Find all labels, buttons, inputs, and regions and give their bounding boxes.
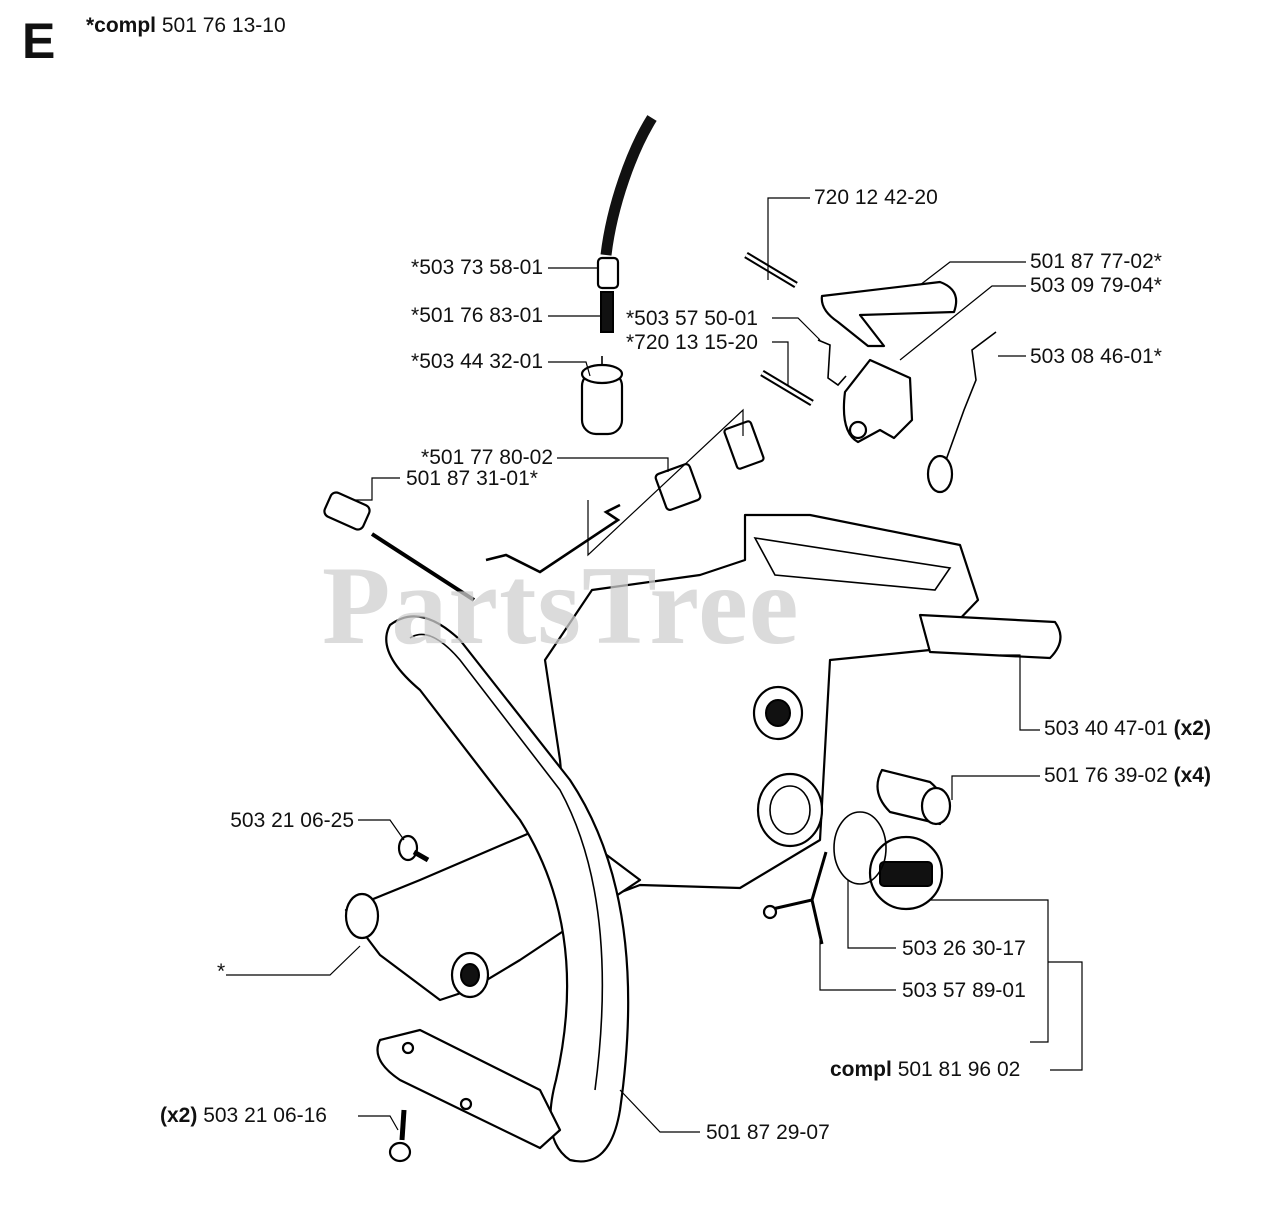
throttle-rod: [370, 532, 476, 602]
label-501-76-39-02[interactable]: 501 76 39-02 (x4): [1044, 764, 1211, 788]
screw-503-21-06-16: [388, 1109, 412, 1163]
fuel-hose: [600, 115, 657, 256]
label-503-73-58-01[interactable]: *503 73 58-01: [411, 256, 543, 279]
handle-mount: [376, 1028, 562, 1150]
throttle-lever: [820, 280, 958, 348]
label-503-26-30-17[interactable]: 503 26 30-17: [902, 937, 1026, 960]
label-501-87-77-02[interactable]: 501 87 77-02*: [1030, 250, 1162, 273]
label-503-40-47-01[interactable]: 503 40 47-01 (x2): [1044, 717, 1211, 741]
label-503-57-50-01[interactable]: *503 57 50-01: [626, 307, 758, 330]
section-letter: E: [22, 13, 56, 69]
label-720-12-42-20[interactable]: 720 12 42-20: [814, 186, 938, 209]
choke-block: [654, 463, 702, 511]
label-star: *: [217, 960, 226, 983]
choke-clip: [723, 420, 765, 470]
label-503-08-46-01[interactable]: 503 08 46-01*: [1030, 345, 1162, 368]
leader-lines: [226, 197, 1083, 1133]
o-ring: [833, 811, 887, 885]
header-prefix: *compl: [86, 14, 157, 37]
label-501-87-29-07[interactable]: 501 87 29-07: [706, 1121, 830, 1144]
spring-wire: [945, 331, 997, 461]
hose-section: [600, 291, 614, 333]
choke-rod: [485, 503, 621, 574]
label-503-57-89-01[interactable]: 503 57 89-01: [902, 979, 1026, 1002]
label-compl-501-81-96-02[interactable]: compl 501 81 96 02: [830, 1058, 1020, 1082]
label-720-13-15-20[interactable]: *720 13 15-20: [626, 331, 758, 354]
quantity: (x4): [1173, 764, 1211, 787]
watermark: PartsTree: [322, 544, 800, 668]
cap-strap: [767, 851, 828, 945]
screw-503-21-06-25: [397, 834, 430, 863]
header-number: 501 76 13-10: [161, 14, 286, 37]
label-503-21-06-25[interactable]: 503 21 06-25: [230, 809, 354, 832]
part-number: 501 76 39-02: [1044, 764, 1168, 787]
quantity: (x2): [1173, 717, 1211, 740]
throttle-rod-end: [323, 491, 371, 531]
header-assembly-number: *compl 501 76 13-10: [86, 14, 286, 38]
label-501-77-80-02[interactable]: *501 77 80-02: [421, 446, 553, 469]
front-handle: [385, 615, 630, 1163]
label-503-44-32-01[interactable]: *503 44 32-01: [411, 350, 543, 373]
part-number: 503 21 06-16: [203, 1104, 327, 1127]
label-503-09-79-04[interactable]: 503 09 79-04*: [1030, 274, 1162, 297]
quantity: (x2): [160, 1104, 198, 1127]
part-number: 503 40 47-01: [1044, 717, 1168, 740]
part-number: 501 81 96 02: [897, 1058, 1021, 1081]
hose-nipple: [596, 256, 620, 290]
label-501-76-83-01[interactable]: *501 76 83-01: [411, 304, 543, 327]
label-501-87-31-01[interactable]: 501 87 31-01*: [406, 467, 538, 490]
label-503-21-06-16[interactable]: (x2) 503 21 06-16: [160, 1104, 327, 1128]
compl-prefix: compl: [830, 1058, 892, 1081]
spring-clip: [817, 339, 847, 387]
oil-opening: [756, 772, 824, 848]
